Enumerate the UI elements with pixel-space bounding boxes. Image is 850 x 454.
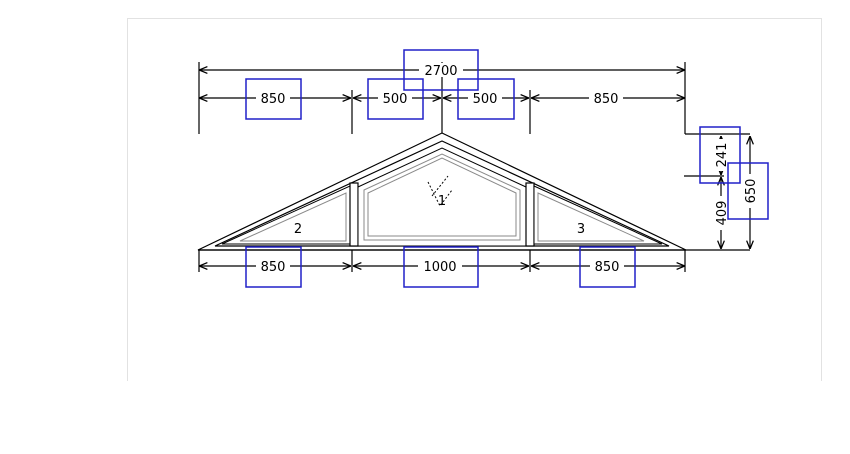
dim-text-right-upper: 241 — [715, 143, 730, 168]
dim-text-top-left: 850 — [261, 92, 286, 107]
dim-text-bottom-left: 850 — [261, 260, 286, 275]
dimension-selection-boxes — [245, 49, 769, 288]
window-frame — [197, 132, 687, 251]
dim-box-bottom-left[interactable] — [245, 246, 302, 288]
mullion-right — [525, 182, 535, 247]
sash-number-left: 2 — [294, 222, 302, 237]
dim-text-overall: 2700 — [424, 64, 457, 79]
dim-box-bottom-right[interactable] — [579, 246, 636, 288]
dim-text-top-mid-left: 500 — [383, 92, 408, 107]
sash-right[interactable] — [533, 185, 663, 245]
dim-box-right-upper[interactable] — [699, 126, 741, 184]
dimension-labels: 2700 850 500 500 850 850 1000 850 241 40… — [256, 63, 759, 275]
sash-numbers: 1 2 3 — [294, 194, 585, 237]
sash-number-center: 1 — [438, 194, 446, 209]
mullion-left — [349, 182, 359, 247]
dim-text-right-lower: 409 — [715, 201, 730, 226]
dim-text-right-total: 650 — [744, 179, 759, 204]
dim-text-top-mid-right: 500 — [473, 92, 498, 107]
dim-box-overall[interactable] — [403, 49, 479, 91]
dim-box-bottom-middle[interactable] — [403, 246, 479, 288]
sash-left[interactable] — [221, 185, 351, 245]
dim-box-top-left[interactable] — [245, 78, 302, 120]
dim-box-top-mid-right[interactable] — [457, 78, 515, 120]
dim-text-top-right: 850 — [594, 92, 619, 107]
sash-number-right: 3 — [577, 222, 585, 237]
dim-text-bottom-right: 850 — [595, 260, 620, 275]
dim-box-top-mid-left[interactable] — [367, 78, 424, 120]
sash-center[interactable] — [357, 147, 527, 247]
dim-text-bottom-middle: 1000 — [423, 260, 456, 275]
opening-indicator-icon — [427, 175, 453, 207]
dim-box-right-total[interactable] — [727, 162, 769, 220]
